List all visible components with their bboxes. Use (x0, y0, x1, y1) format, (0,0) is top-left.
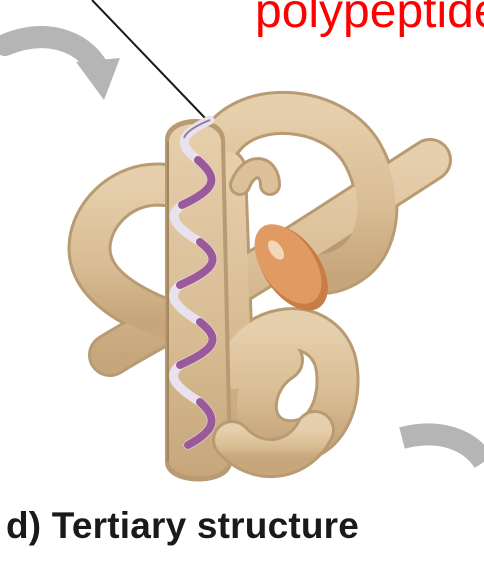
arrow-bottom-right (402, 434, 484, 462)
figure-caption: d) Tertiary structure (6, 505, 359, 547)
arrowhead-top-left (76, 58, 120, 100)
pointer-line (92, 0, 205, 118)
